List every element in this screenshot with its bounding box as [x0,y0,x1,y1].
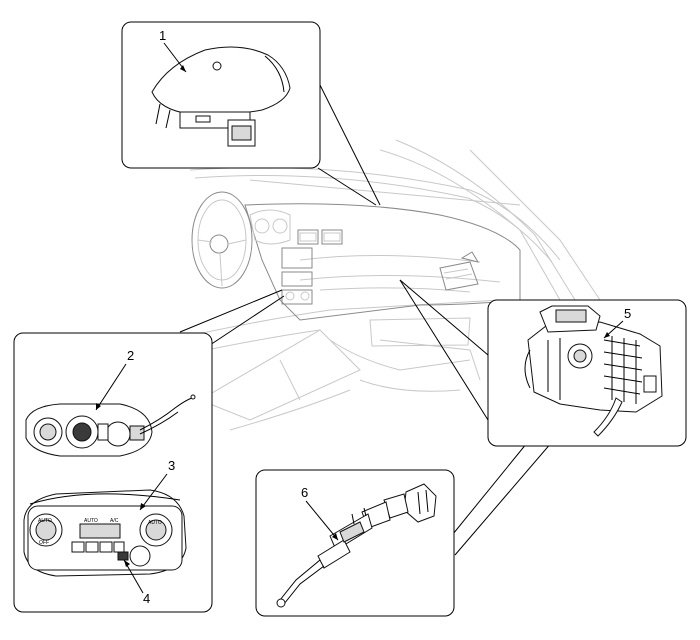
callout-5-label: 5 [624,306,631,321]
steering-wheel [191,191,291,289]
callout-1-label: 1 [159,28,166,43]
panel-auto-left-text: AUTO [38,518,52,524]
callout-3-arrowhead [140,503,146,510]
callout-5-arrowhead [604,332,610,338]
car-interior-background [159,139,601,431]
panel-ac-text: A/C [110,518,119,524]
callout-4-label: 4 [143,591,150,606]
panel-auto-mid-text: AUTO [84,518,98,524]
callout-1-arrowhead [180,65,186,72]
callout-2-arrowhead [96,403,101,410]
callout-2-leader [95,363,127,411]
manual-heater-control-part [25,394,196,457]
temperature-sensor-part [276,483,437,608]
photo-sensor-part [151,46,291,147]
callout-4-arrowhead [124,560,130,567]
panel-off-left-text: OFF [39,540,49,546]
panel-auto-right-text: AUTO [148,520,162,526]
detail-box-5: 5 [487,299,687,447]
callout-6-label: 6 [301,485,308,500]
callout-6-leader [305,500,339,541]
dashboard-outline [244,203,521,347]
callout-3-label: 3 [168,458,175,473]
callout-6-arrowhead [332,533,338,540]
heater-blower-unit-part [524,305,663,437]
detail-box-2-3-4: 2 AUTO OFF AUTO A/C AUTO 3 [13,332,213,613]
callout-2-label: 2 [127,348,134,363]
callout-3-leader [139,473,168,511]
detail-box-1: 1 [121,21,321,169]
automatic-heater-control-part: AUTO OFF AUTO A/C AUTO [23,489,187,577]
detail-box-6: 6 [255,469,455,617]
